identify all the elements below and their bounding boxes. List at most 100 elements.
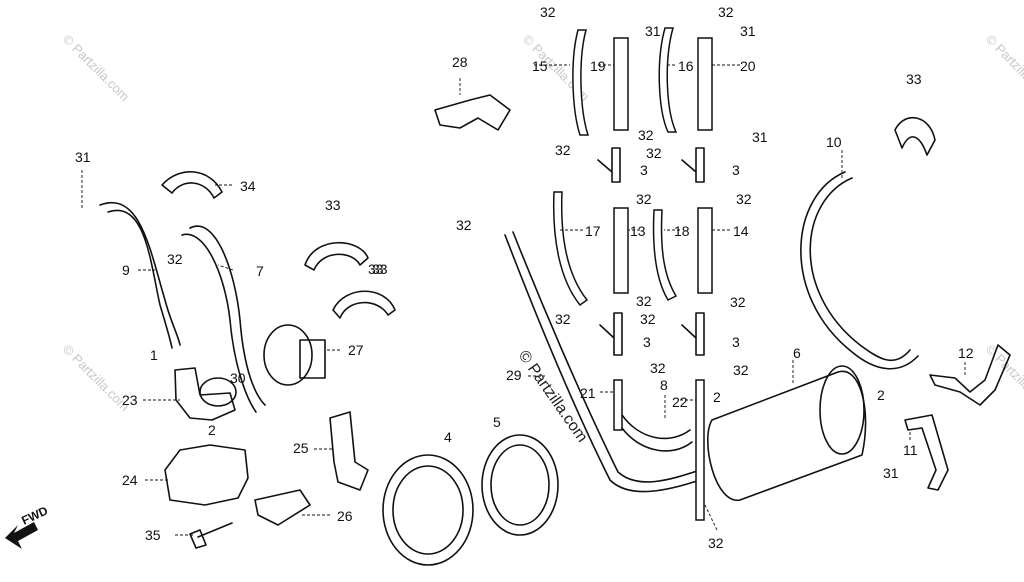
callout-32-extra: 32	[733, 362, 749, 378]
tee-3-d	[681, 312, 705, 356]
callout-3-a: 3	[640, 162, 648, 178]
callout-32-extra: 32	[650, 360, 666, 376]
callout-17: 17	[585, 223, 601, 239]
watermark-top-left: © Partzilla.com	[60, 32, 133, 105]
clamp-33-a	[304, 241, 369, 271]
pipe-12	[929, 344, 1011, 406]
callout-27: 27	[348, 342, 364, 358]
tee-3-b	[681, 147, 705, 183]
callout-32-extra: 32	[636, 191, 652, 207]
callout-31-b: 31	[645, 23, 661, 39]
bracket-26	[254, 489, 311, 526]
watermark-mid-right: © Partzilla.com	[983, 342, 1024, 415]
callout-32-extra: 32	[640, 311, 656, 327]
callout-labels-extra: 32 32 32 32 32 32 32 32 32 32 32 32 32 3…	[167, 4, 752, 551]
bracket-25	[329, 411, 369, 491]
callout-16: 16	[678, 58, 694, 74]
callout-19: 19	[590, 58, 606, 74]
callout-3-c: 3	[643, 334, 651, 350]
callout-32-extra: 32	[736, 191, 752, 207]
callout-32-extra: 32	[708, 535, 724, 551]
tee-3-c	[599, 312, 623, 356]
tube-20	[697, 37, 713, 131]
callout-1: 1	[150, 347, 158, 363]
callout-32-extra: 32	[730, 294, 746, 310]
callout-3-b: 3	[732, 162, 740, 178]
callout-33-b: 33	[372, 261, 388, 277]
callout-24: 24	[122, 472, 138, 488]
tube-22	[695, 379, 705, 521]
callout-23: 23	[122, 392, 138, 408]
hose-10	[800, 171, 919, 370]
tube-13	[613, 207, 629, 294]
part-drawings	[99, 27, 1011, 566]
callout-30: 30	[230, 370, 246, 386]
callout-35: 35	[145, 527, 161, 543]
callout-15: 15	[532, 58, 548, 74]
callout-20: 20	[740, 58, 756, 74]
callout-6: 6	[793, 345, 801, 361]
callout-26: 26	[337, 508, 353, 524]
callout-32-extra: 32	[540, 4, 556, 20]
callout-32-extra: 32	[555, 142, 571, 158]
callout-5: 5	[493, 414, 501, 430]
valve-23	[174, 367, 236, 421]
callout-33-extra: 33	[368, 261, 384, 277]
fwd-indicator: FWD	[5, 503, 50, 549]
callout-10: 10	[826, 134, 842, 150]
tube-18	[652, 209, 678, 301]
fwd-arrow-icon	[5, 522, 38, 549]
callout-31-c: 31	[740, 23, 756, 39]
callout-29: 29	[506, 367, 522, 383]
tube-17	[552, 191, 589, 307]
tee-3-a	[597, 147, 621, 183]
callout-11: 11	[903, 442, 918, 458]
leader-lines	[81, 64, 966, 536]
tube-15	[572, 29, 590, 136]
tube-14	[697, 207, 713, 294]
callout-4: 4	[444, 429, 452, 445]
hose-7	[181, 225, 266, 413]
bolt-35	[189, 522, 233, 549]
bracket-28	[434, 94, 511, 131]
callout-22: 22	[672, 394, 688, 410]
clamp-33-c	[894, 116, 936, 156]
callout-3-d: 3	[732, 334, 740, 350]
clamp-33-b	[332, 290, 396, 319]
callout-13: 13	[630, 223, 646, 239]
callout-12: 12	[958, 345, 974, 361]
callout-31-e: 31	[883, 465, 899, 481]
band-5	[481, 434, 559, 536]
callout-7: 7	[256, 263, 264, 279]
callout-32-extra: 32	[555, 311, 571, 327]
callout-25: 25	[293, 440, 309, 456]
watermark-top-right: © Partzilla.com	[983, 32, 1024, 105]
callout-31-d: 31	[752, 129, 768, 145]
callout-18: 18	[674, 223, 690, 239]
callout-33-a: 33	[325, 197, 341, 213]
hose-29	[504, 231, 701, 493]
callout-labels: 1 2 2 2 3 3 3 3 4 5 6 7 8 9 10 11 12 13 …	[75, 23, 974, 543]
callout-34: 34	[240, 178, 256, 194]
callout-32: 32	[456, 217, 472, 233]
tube-8	[621, 414, 693, 452]
callout-2-b: 2	[713, 389, 721, 405]
callout-28: 28	[452, 54, 468, 70]
tube-16	[658, 27, 678, 133]
callout-32-extra: 32	[718, 4, 734, 20]
elbow-11	[904, 414, 949, 491]
canister-6	[707, 370, 867, 501]
callout-14: 14	[733, 223, 749, 239]
tube-21	[613, 379, 623, 431]
bracket-24	[164, 444, 249, 506]
callout-21: 21	[580, 385, 596, 401]
callout-33-c: 33	[906, 71, 922, 87]
callout-2-a: 2	[208, 422, 216, 438]
callout-8: 8	[660, 377, 668, 393]
band-4	[382, 454, 474, 566]
callout-2-c: 2	[877, 387, 885, 403]
callout-31-a: 31	[75, 149, 91, 165]
callout-32-extra: 32	[646, 145, 662, 161]
callout-32-extra: 32	[167, 251, 183, 267]
callout-32-extra: 32	[638, 127, 654, 143]
